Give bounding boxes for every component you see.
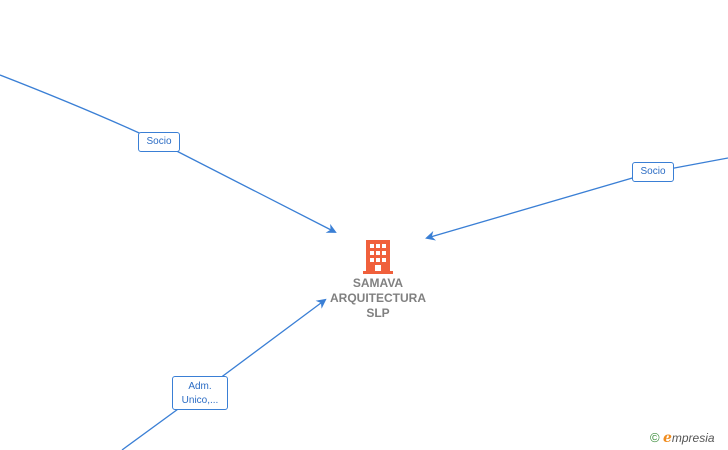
edge-label-socio-left[interactable]: Socio bbox=[138, 132, 180, 152]
company-name: SAMAVA ARQUITECTURA SLP bbox=[330, 276, 426, 320]
edge-socio-left bbox=[0, 74, 337, 233]
edge-adm bbox=[121, 298, 327, 450]
copyright-symbol: © bbox=[650, 430, 660, 445]
building-icon bbox=[363, 240, 393, 274]
empresia-logo-text: mpresia bbox=[671, 431, 715, 445]
empresia-watermark: © empresia bbox=[650, 430, 715, 446]
edge-label-socio-right[interactable]: Socio bbox=[632, 162, 674, 182]
company-node[interactable]: SAMAVA ARQUITECTURA SLP bbox=[318, 240, 438, 321]
edge-socio-right bbox=[425, 157, 728, 241]
empresia-logo-letter: e bbox=[662, 430, 672, 446]
edge-label-adm-unico[interactable]: Adm. Unico,... bbox=[172, 376, 228, 410]
